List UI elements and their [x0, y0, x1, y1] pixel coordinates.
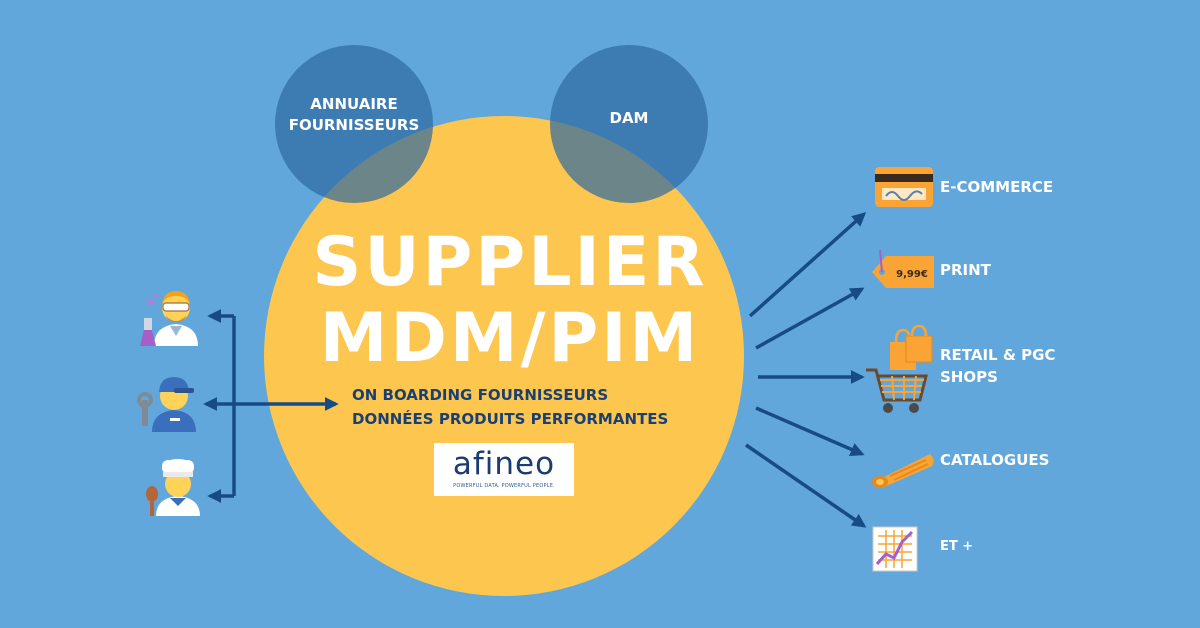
- dam-label: DAM: [609, 109, 649, 127]
- afineo-logo: afineo POWERFUL DATA. POWERFUL PEOPLE.: [434, 443, 574, 496]
- supplier-directory-label: ANNUAIRE FOURNISSEURS: [288, 95, 420, 134]
- output-label-catalogues: CATALOGUES: [940, 451, 1050, 469]
- rolled-newspaper-icon: [872, 454, 934, 488]
- logo-tagline: POWERFUL DATA. POWERFUL PEOPLE.: [453, 483, 555, 489]
- output-label-ecommerce: E-COMMERCE: [940, 178, 1054, 196]
- output-label-print: PRINT: [940, 261, 991, 279]
- credit-card-icon: [875, 167, 933, 207]
- output-label-more: ET +: [940, 539, 974, 554]
- price-tag-text: 9,99€: [896, 269, 928, 280]
- mechanic-icon: [137, 377, 196, 432]
- chart-increasing-icon: [872, 526, 918, 572]
- subtitle-line-1: ON BOARDING FOURNISSEURS: [352, 386, 609, 404]
- subtitle-line-2: DONNÉES PRODUITS PERFORMANTES: [352, 410, 669, 428]
- title-line-2: MDM/PIM: [319, 299, 701, 378]
- cook-icon: [146, 459, 200, 516]
- title-line-1: SUPPLIER: [312, 223, 708, 302]
- logo-wordmark: afineo: [452, 446, 556, 482]
- shopping-cart-icon: [866, 324, 933, 413]
- price-tag-icon: 9,99€: [872, 249, 934, 288]
- scientist-icon: [140, 291, 198, 346]
- output-label-retail: RETAIL & PGC SHOPS: [940, 346, 1056, 386]
- center-circle: [264, 116, 744, 596]
- dam-bubble: [550, 45, 708, 203]
- output-arrows: [745, 212, 867, 528]
- supplier-connectors: [203, 309, 339, 503]
- supplier-directory-bubble: [275, 45, 433, 203]
